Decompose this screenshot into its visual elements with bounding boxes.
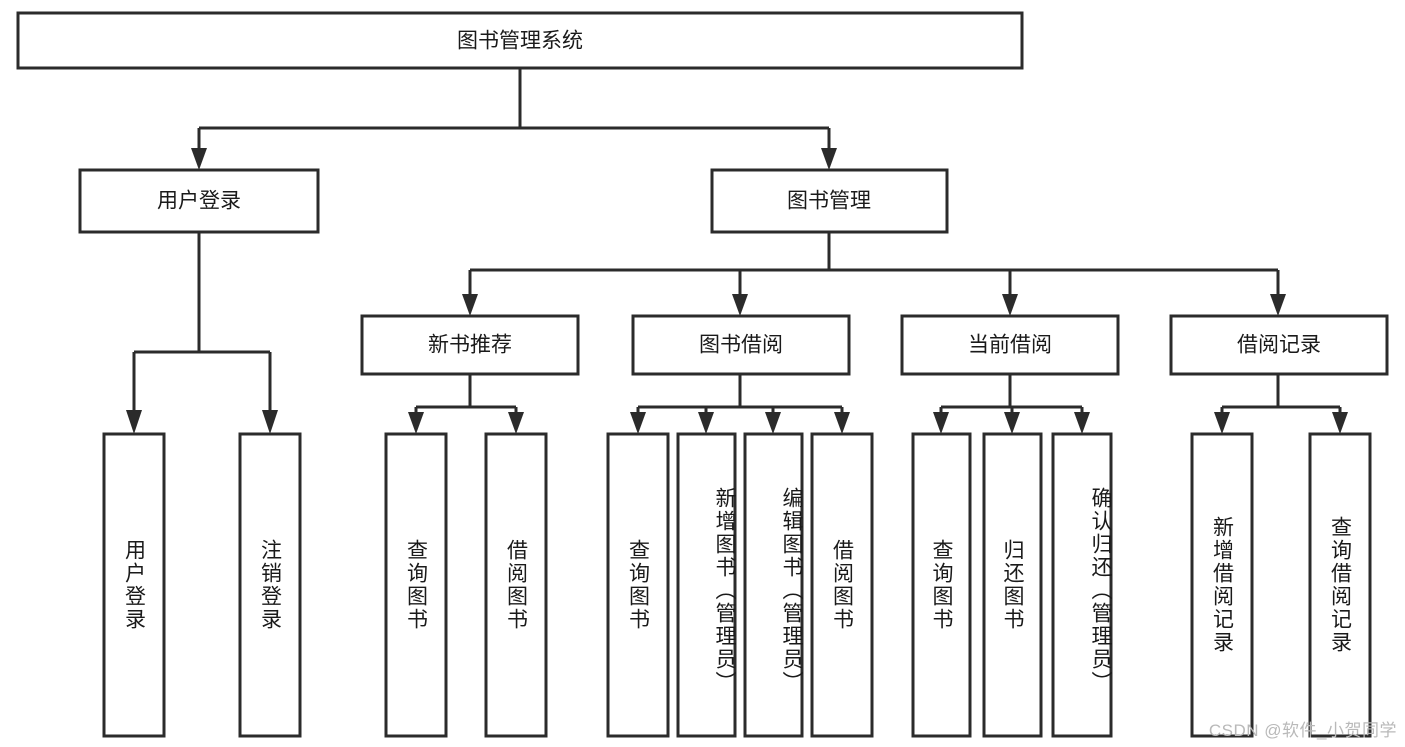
arrow-head-leaf-user-login	[126, 410, 142, 434]
arrow-head-leaf-logout-login	[262, 410, 278, 434]
node-book-borrow[interactable]: 图书借阅	[631, 314, 851, 376]
connector-layer	[126, 68, 1348, 434]
arrow-head-book-borrow	[732, 294, 748, 316]
arrow-head-leaf-borrow-book-recommend	[508, 412, 524, 434]
arrow-head-leaf-query-book-borrow	[630, 412, 646, 434]
node-borrow-record-box[interactable]	[1169, 314, 1389, 376]
node-book-management-box[interactable]	[710, 168, 949, 234]
node-user-login[interactable]: 用户登录	[78, 168, 320, 234]
node-leaf-edit-book-admin-box[interactable]	[743, 432, 804, 738]
node-leaf-add-borrow-record-box[interactable]	[1190, 432, 1254, 738]
arrow-head-new-book-recommend	[462, 294, 478, 316]
arrow-head-book-management	[821, 148, 837, 170]
node-leaf-query-book-current-box[interactable]	[911, 432, 972, 738]
arrow-head-leaf-add-borrow-record	[1214, 412, 1230, 434]
node-leaf-return-book-box[interactable]	[982, 432, 1043, 738]
arrow-head-leaf-query-book-recommend	[408, 412, 424, 434]
node-current-borrow-box[interactable]	[900, 314, 1120, 376]
node-leaf-user-login-box[interactable]	[102, 432, 166, 738]
node-root[interactable]: 图书管理系统	[16, 11, 1024, 70]
node-book-management[interactable]: 图书管理	[710, 168, 949, 234]
arrow-head-current-borrow	[1002, 294, 1018, 316]
node-new-book-recommend-box[interactable]	[360, 314, 580, 376]
csdn-watermark: CSDN @软件_小贺同学	[1208, 721, 1397, 740]
node-new-book-recommend-label: 新书推荐	[428, 334, 512, 357]
node-leaf-logout-login-box[interactable]	[238, 432, 302, 738]
arrow-head-user-login	[191, 148, 207, 170]
arrow-head-leaf-query-book-current	[933, 412, 949, 434]
node-borrow-record[interactable]: 借阅记录	[1169, 314, 1389, 376]
node-root-box[interactable]	[16, 11, 1024, 70]
node-leaf-borrow-book-box[interactable]	[810, 432, 874, 738]
arrow-head-leaf-edit-book-admin	[765, 412, 781, 434]
node-user-login-label: 用户登录	[157, 190, 241, 213]
node-book-borrow-box[interactable]	[631, 314, 851, 376]
arrow-head-leaf-return-book	[1004, 412, 1020, 434]
leaf-box-layer	[102, 432, 1372, 738]
arrow-head-leaf-query-borrow-record	[1332, 412, 1348, 434]
arrow-head-leaf-confirm-return-admin	[1074, 412, 1090, 434]
node-user-login-box[interactable]	[78, 168, 320, 234]
node-current-borrow[interactable]: 当前借阅	[900, 314, 1120, 376]
node-leaf-borrow-book-recommend-box[interactable]	[484, 432, 548, 738]
node-current-borrow-label: 当前借阅	[968, 334, 1052, 357]
node-leaf-query-book-borrow-box[interactable]	[606, 432, 670, 738]
node-leaf-confirm-return-admin-box[interactable]	[1051, 432, 1113, 738]
node-book-management-label: 图书管理	[787, 190, 871, 213]
node-leaf-add-book-admin-box[interactable]	[676, 432, 737, 738]
node-borrow-record-label: 借阅记录	[1237, 334, 1321, 357]
arrow-head-leaf-add-book-admin	[698, 412, 714, 434]
node-book-borrow-label: 图书借阅	[699, 334, 783, 357]
node-root-label: 图书管理系统	[457, 30, 583, 53]
arrow-head-leaf-borrow-book	[834, 412, 850, 434]
node-new-book-recommend[interactable]: 新书推荐	[360, 314, 580, 376]
node-leaf-query-borrow-record-box[interactable]	[1308, 432, 1372, 738]
arrow-head-borrow-record	[1270, 294, 1286, 316]
node-leaf-query-book-recommend-box[interactable]	[384, 432, 448, 738]
